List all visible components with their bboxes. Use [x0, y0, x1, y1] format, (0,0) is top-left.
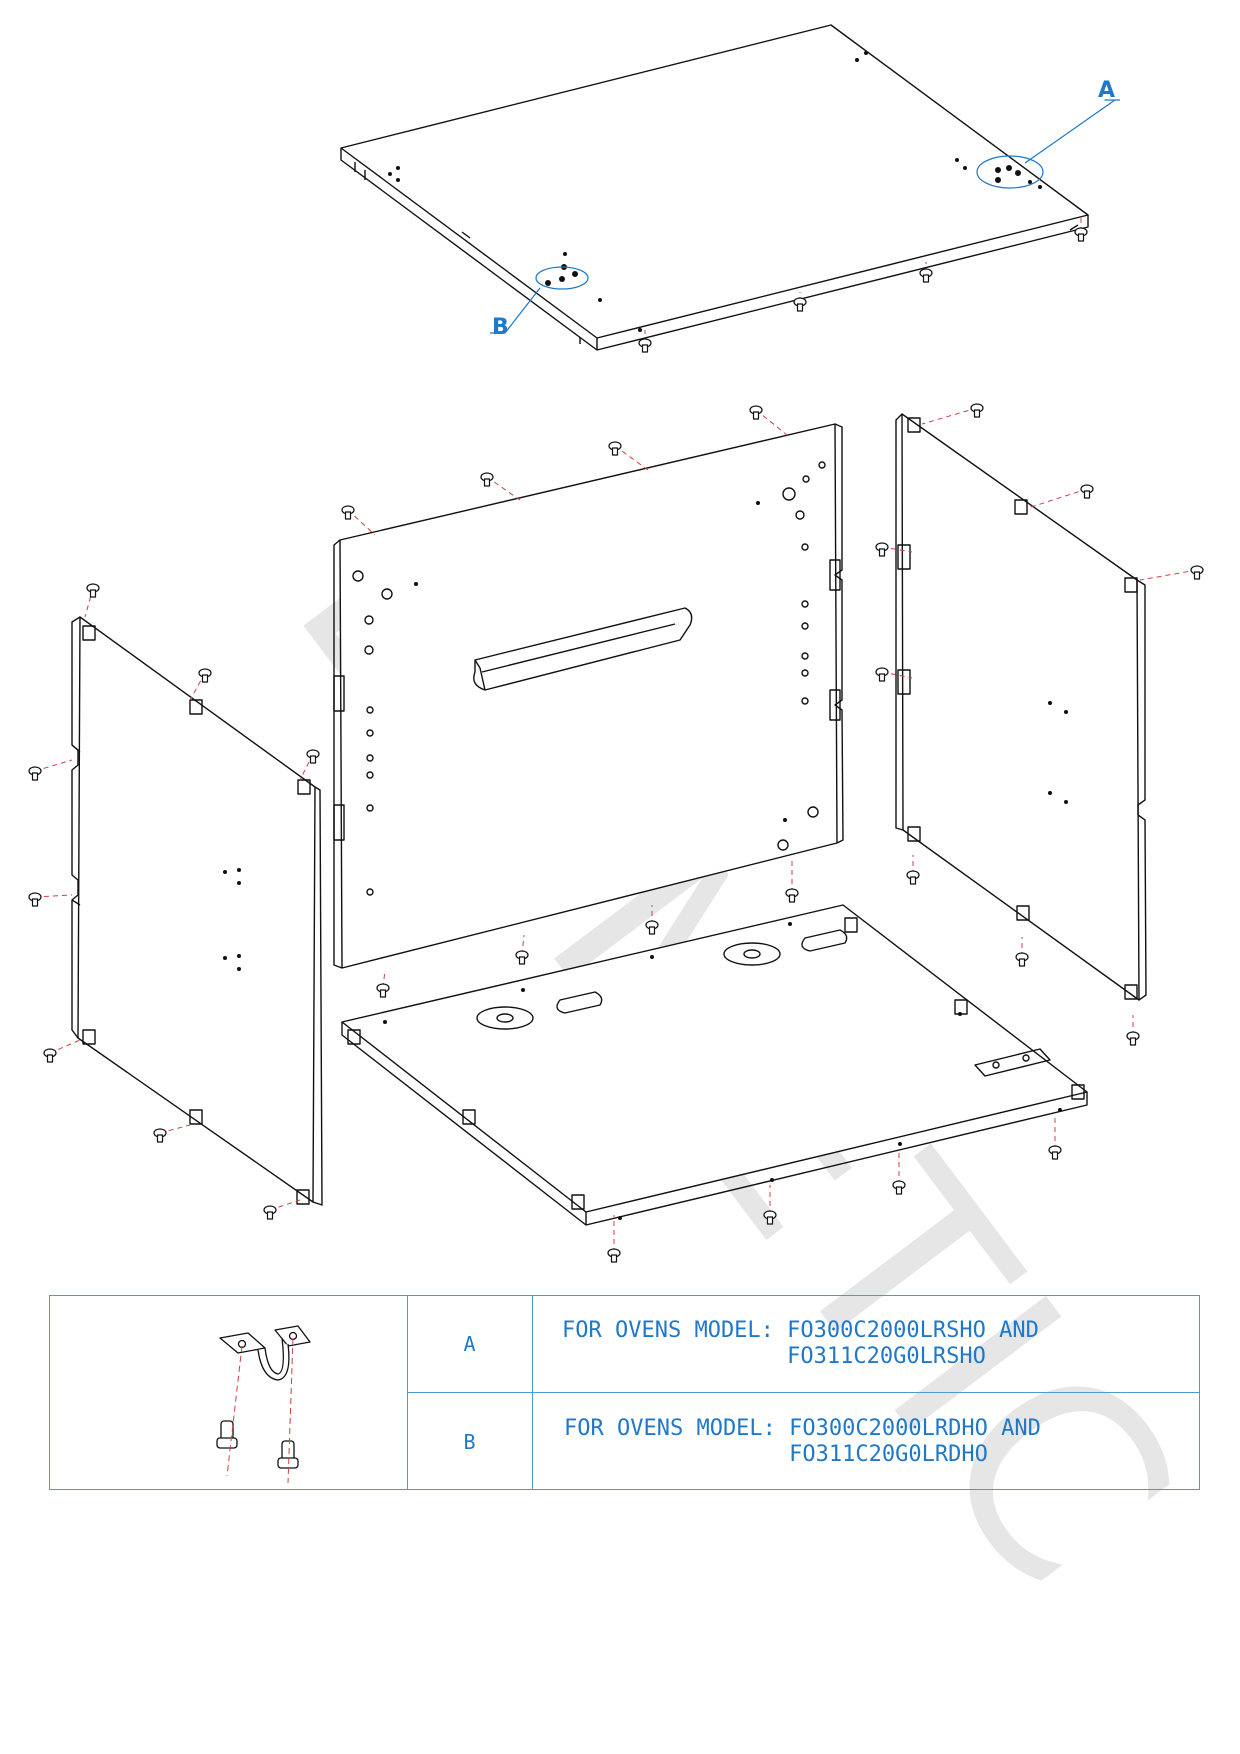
legend-key-b: B — [463, 1430, 476, 1454]
screws — [28, 215, 1204, 1263]
legend-text-a-line2: FO311C20G0LRSHO — [562, 1344, 986, 1369]
callout-a: A — [1098, 78, 1116, 103]
left-side-panel — [71, 616, 323, 1206]
top-panel — [340, 24, 1120, 351]
bracket-detail-icon — [216, 1325, 311, 1483]
model-legend-table: A FOR OVENS MODEL: FO300C2000LRSHO AND F… — [49, 1295, 1200, 1490]
back-panel — [333, 423, 844, 969]
callout-b: B — [492, 315, 509, 340]
legend-text-a-line1: FOR OVENS MODEL: FO300C2000LRSHO AND — [562, 1318, 1039, 1343]
legend-text-b-line2: FO311C20G0LRDHO — [564, 1442, 988, 1467]
legend-key-a: A — [463, 1332, 476, 1356]
right-side-panel — [895, 413, 1147, 1001]
bottom-panel — [341, 904, 1088, 1226]
legend-text-b-line1: FOR OVENS MODEL: FO300C2000LRDHO AND — [564, 1416, 1041, 1441]
